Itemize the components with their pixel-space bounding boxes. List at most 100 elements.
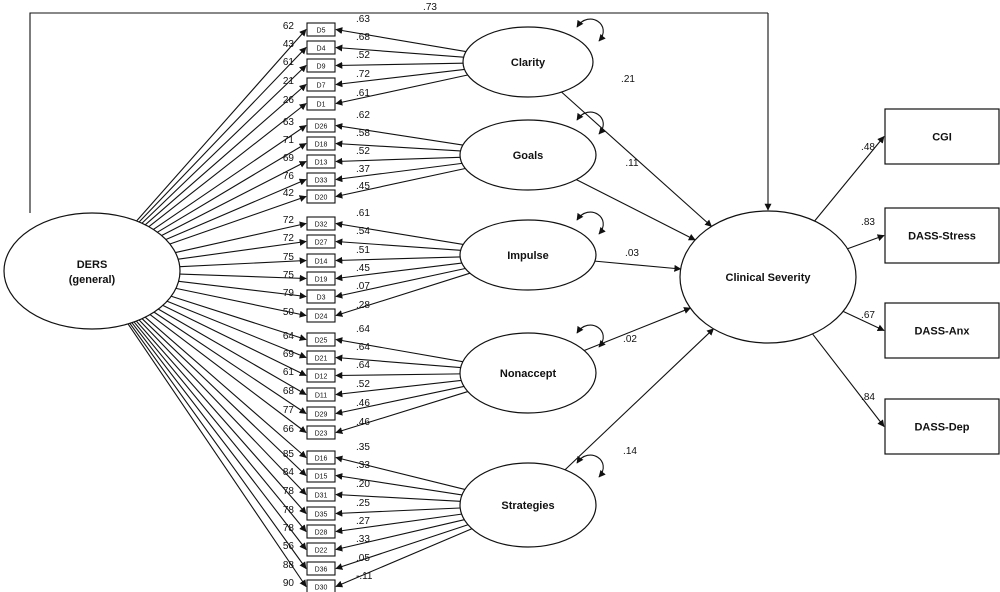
general-loading-label: 72 (283, 233, 295, 244)
specific-loading-arrow (335, 44, 464, 58)
specific-loading-arrow (335, 262, 462, 282)
general-loading-arrow (141, 318, 307, 476)
specific-loading-label: .37 (356, 164, 370, 175)
factor-ellipse (459, 119, 597, 191)
item-label: D5 (317, 28, 326, 35)
path-label: .03 (625, 248, 639, 259)
item-box (306, 154, 336, 169)
general-loading-arrow (178, 280, 307, 300)
specific-loading-label: .72 (356, 69, 370, 80)
item-box (306, 579, 336, 592)
general-loading-label: 61 (283, 57, 295, 68)
item-label: D35 (315, 512, 328, 519)
specific-loading-label: .68 (356, 32, 370, 43)
item-label: D31 (315, 493, 328, 500)
general-loading-arrow (129, 323, 307, 570)
item-box (306, 406, 336, 421)
specific-loading-label: .27 (356, 516, 370, 527)
specific-loading-label: .20 (356, 479, 370, 490)
item-box (306, 253, 336, 268)
general-loading-arrow (138, 46, 307, 223)
general-loading-label: 43 (283, 39, 295, 50)
item-label: D29 (315, 412, 328, 419)
path-label: .11 (625, 158, 639, 169)
general-loading-arrow (153, 311, 307, 414)
indicator-arrow (812, 333, 885, 428)
general-loading-label: 76 (283, 171, 295, 182)
general-loading-label: 68 (283, 386, 295, 397)
item-box (306, 96, 336, 111)
general-loading-arrow (135, 320, 307, 515)
specific-loading-arrow (335, 61, 464, 69)
residual-loop (576, 324, 606, 348)
item-box (306, 189, 336, 204)
indicator-name: DASS-Dep (914, 422, 969, 434)
general-loading-arrow (169, 195, 307, 245)
factor-to-severity-arrow (564, 328, 714, 471)
item-label: D1 (317, 102, 326, 109)
item-label: D15 (315, 474, 328, 481)
specific-loading-label: .28 (356, 300, 370, 311)
specific-loading-label: .45 (356, 263, 370, 274)
residual-loop (576, 111, 606, 135)
item-label: D19 (315, 277, 328, 284)
general-loading-arrow (178, 238, 307, 260)
specific-loading-arrow (335, 528, 473, 588)
item-box (306, 350, 336, 365)
indicator-box (884, 108, 1000, 165)
general-loading-label: 56 (283, 541, 295, 552)
item-label: D33 (315, 178, 328, 185)
item-box (306, 368, 336, 383)
item-label: D18 (315, 142, 328, 149)
general-loading-label: 21 (283, 76, 295, 87)
specific-loading-arrow (335, 524, 469, 570)
specific-loading-label: .46 (356, 417, 370, 428)
specific-loading-arrow (335, 354, 461, 369)
general-loading-label: 71 (283, 135, 295, 146)
specific-loading-arrow (335, 167, 466, 199)
specific-loading-arrow (335, 68, 465, 88)
general-loading-label: 85 (283, 449, 295, 460)
item-label: D9 (317, 64, 326, 71)
specific-loading-label: .07 (356, 281, 370, 292)
general-factor-label: (general) (69, 274, 116, 286)
specific-loading-label: .58 (356, 128, 370, 139)
general-loading-label: 90 (283, 578, 295, 589)
general-loading-arrow (162, 304, 307, 376)
specific-loading-arrow (335, 391, 468, 434)
item-box (306, 561, 336, 576)
general-factor-ellipse (3, 212, 181, 330)
general-loading-arrow (175, 287, 307, 318)
item-box (306, 22, 336, 37)
general-loading-arrow (148, 103, 307, 228)
general-loading-arrow (166, 300, 307, 359)
general-loading-label: 79 (283, 288, 295, 299)
indicator-box (884, 302, 1000, 359)
diagram-labels: 6243612126637169764272727575795064696168… (69, 2, 976, 592)
general-loading-arrow (158, 308, 307, 395)
specific-loading-arrow (335, 162, 463, 183)
general-loading-label: 42 (283, 188, 295, 199)
general-loading-label: 62 (283, 21, 295, 32)
specific-loading-arrow (335, 221, 464, 245)
general-loading-arrow (157, 143, 307, 233)
indicator-loading-label: .83 (861, 217, 875, 228)
item-label: D7 (317, 83, 326, 90)
indicator-box (884, 207, 1000, 264)
path-arrows (29, 12, 885, 588)
general-loading-arrow (149, 314, 307, 433)
item-label: D12 (315, 374, 328, 381)
specific-loading-label: .33 (356, 460, 370, 471)
specific-loading-label: .61 (356, 88, 370, 99)
item-label: D4 (317, 46, 326, 53)
specific-loading-arrow (335, 337, 463, 363)
specific-loading-arrow (335, 473, 463, 496)
specific-loading-arrow (335, 140, 461, 152)
item-label: D13 (315, 160, 328, 167)
specific-loading-label: .05 (356, 553, 370, 564)
item-label: D32 (315, 222, 328, 229)
specific-loading-label: .64 (356, 360, 370, 371)
indicator-loading-label: .67 (861, 310, 875, 321)
specific-loading-arrow (335, 385, 465, 416)
path-label: .14 (623, 446, 637, 457)
